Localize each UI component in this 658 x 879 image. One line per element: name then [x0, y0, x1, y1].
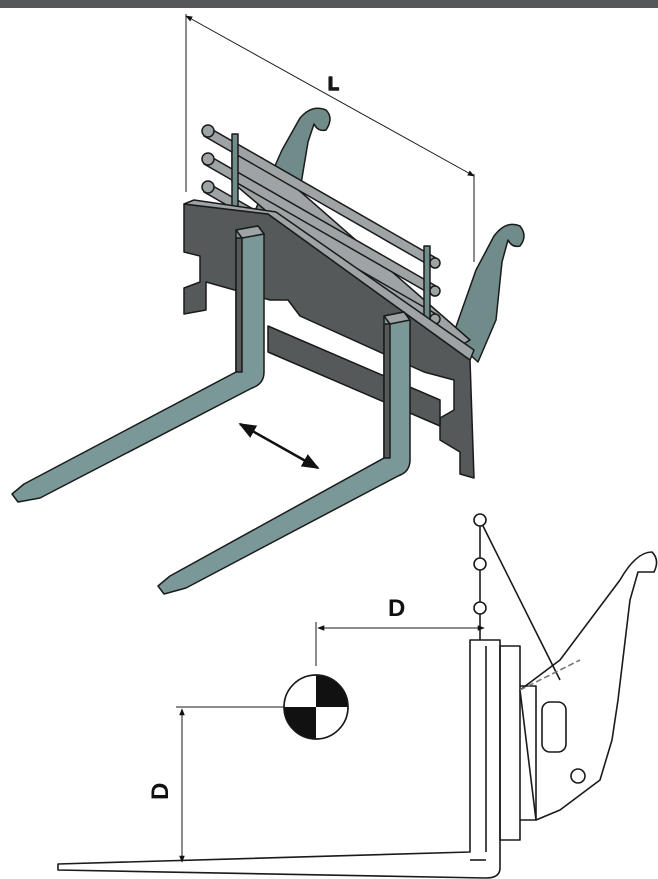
- side-fork: [57, 639, 501, 879]
- horizontal-distance-label: D: [388, 595, 405, 622]
- side-view: D D: [57, 513, 658, 879]
- vertical-distance-label: D: [147, 783, 174, 800]
- top-bar: [0, 0, 658, 8]
- hook-bracket-right: [451, 223, 525, 363]
- side-rod-mast: [473, 513, 581, 691]
- fork-left: [11, 225, 265, 503]
- center-of-gravity-icon: [283, 674, 349, 740]
- side-hook-bracket: [519, 551, 658, 821]
- fork-right: [157, 311, 411, 595]
- isometric-view: L: [11, 14, 525, 595]
- horizontal-distance-dimension: [315, 622, 485, 666]
- length-dimension: [185, 14, 475, 262]
- length-label: L: [328, 74, 339, 94]
- double-arrow-icon: [238, 422, 320, 470]
- vertical-distance-dimension: [176, 706, 284, 863]
- side-carriage: [499, 645, 537, 841]
